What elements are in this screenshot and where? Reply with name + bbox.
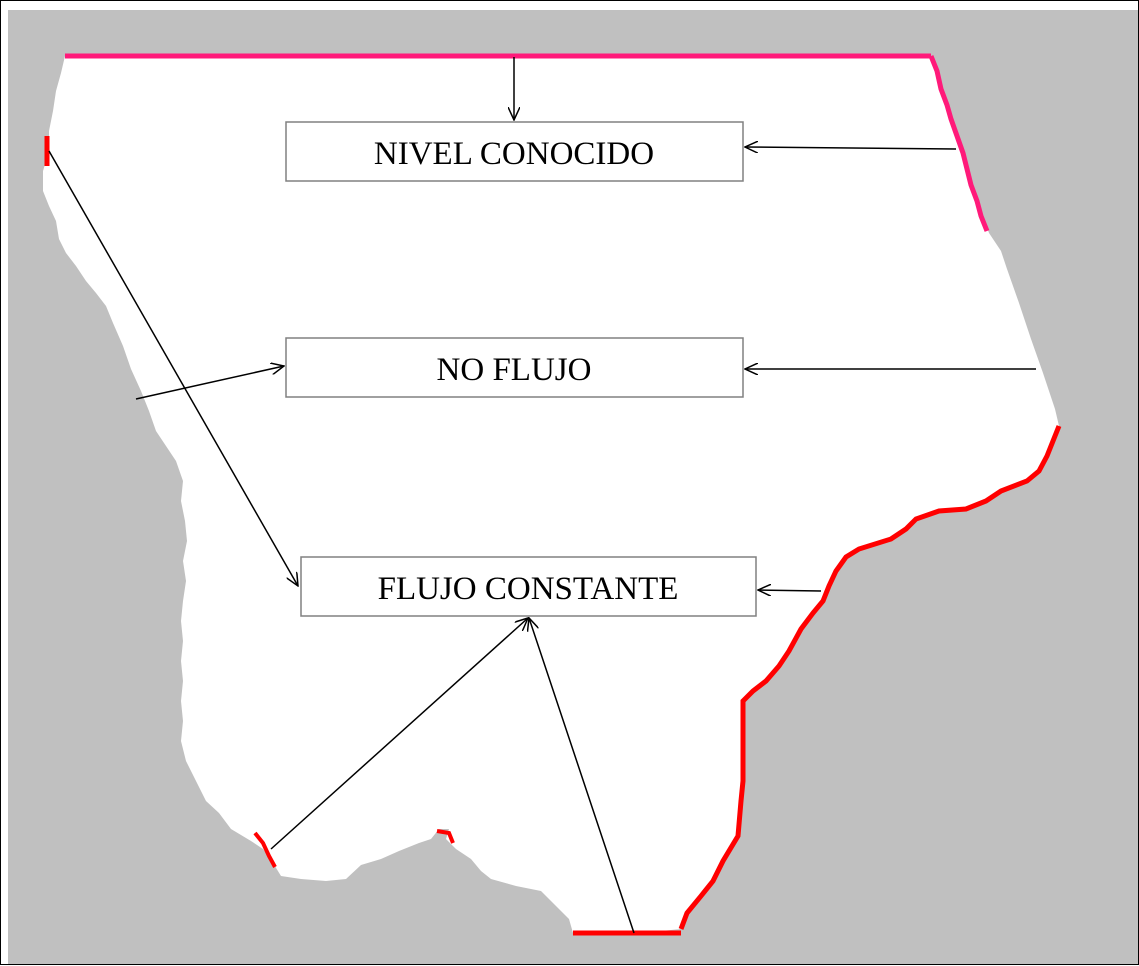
constant-flux-boundary-right <box>678 425 1062 930</box>
model-domain <box>43 56 1059 933</box>
arrow-left-to-no-flow <box>135 366 284 400</box>
label-text: NIVEL CONOCIDO <box>374 136 654 172</box>
arrow-right-to-constant-flux <box>758 590 822 591</box>
label-no-flow: NO FLUJO <box>285 337 744 398</box>
known-level-boundary-right <box>928 55 990 232</box>
arrow-lower-left-to-constant-flux <box>270 618 528 850</box>
arrow-bottom-to-constant-flux <box>529 618 635 934</box>
label-box <box>285 337 744 398</box>
label-box <box>300 556 757 617</box>
label-text: NO FLUJO <box>437 352 592 388</box>
label-constant-flux: FLUJO CONSTANTE <box>300 556 757 617</box>
label-known-level: NIVEL CONOCIDO <box>285 121 744 182</box>
arrow-left-to-constant-flux <box>48 150 298 586</box>
constant-flux-boundary-notch <box>436 829 455 844</box>
label-box <box>285 121 744 182</box>
constant-flux-boundary-lower-left <box>253 831 277 868</box>
label-text: FLUJO CONSTANTE <box>378 571 679 607</box>
arrow-right-to-known-level <box>745 147 957 149</box>
